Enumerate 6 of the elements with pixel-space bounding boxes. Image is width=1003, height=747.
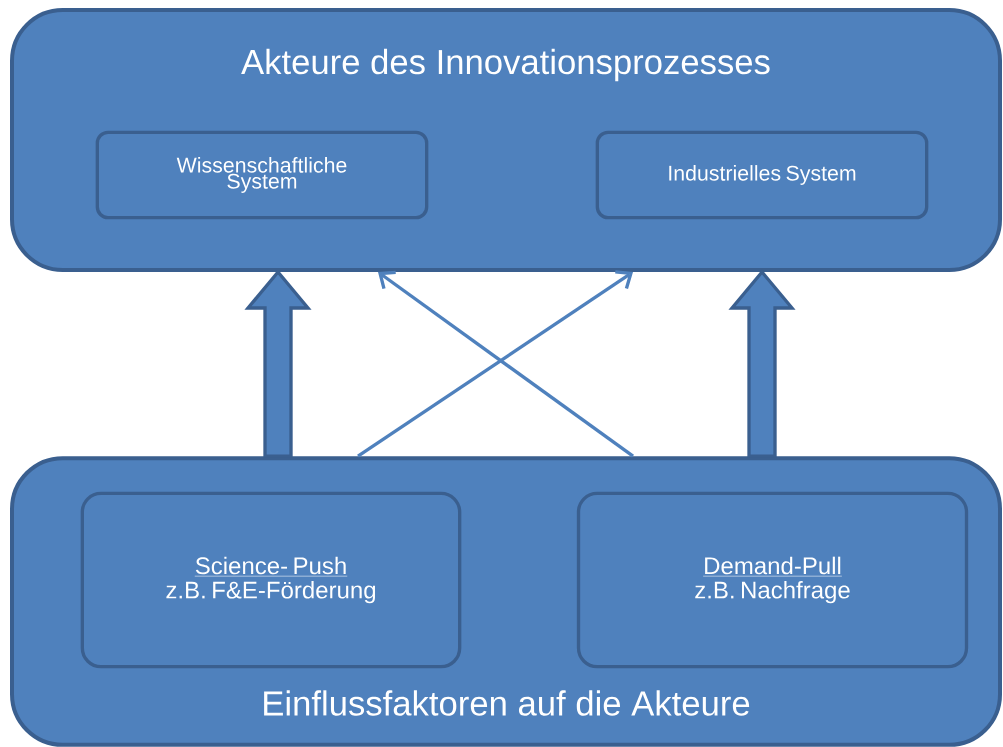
- block-arrow: [244, 269, 312, 458]
- text-box: Science- Push z.B. F&E-Förderung: [80, 491, 462, 669]
- text-box: Demand-Pull z.B. Nachfrage: [576, 491, 969, 669]
- text-box: Wissenschaftliche System: [95, 130, 429, 220]
- text-box: Industrielles System: [595, 130, 929, 220]
- block-arrow: [728, 269, 796, 458]
